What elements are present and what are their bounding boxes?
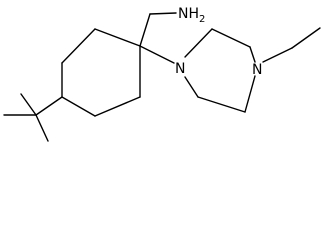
bond-quaternary-to-ch2 (139, 13, 151, 47)
bond-pip-5 (197, 96, 246, 113)
bond-quaternary-to-piperazine-n1 (139, 45, 175, 64)
bond-pip-6 (184, 76, 199, 98)
piperazine-n1-label: N (175, 61, 185, 77)
piperazine-ring (184, 28, 256, 113)
bond-ch2-to-ch3 (291, 27, 321, 49)
bond-pip-2 (211, 28, 251, 48)
amine-label: NH2 (178, 6, 205, 25)
bond-pip-4 (244, 75, 256, 113)
bond-ring-2 (61, 28, 96, 64)
bond-tbutyl-quaternary-to-ring (35, 96, 63, 116)
piperazine-n4-label: N (252, 62, 262, 78)
bond-pip-1 (184, 28, 213, 58)
aminomethyl-group (139, 12, 177, 47)
cyclohexane-ring (61, 28, 141, 117)
ethyl-group (262, 27, 321, 63)
bond-tbutyl-methyl-up (20, 93, 37, 116)
bond-ring-3 (94, 28, 141, 47)
bond-ring-6 (61, 96, 96, 117)
bond-pip-3 (249, 46, 256, 63)
tert-butyl-group (3, 93, 63, 142)
structural-formula: NH2 N N (3, 6, 321, 142)
bond-n4-to-ch2 (262, 47, 293, 63)
bond-ring-5 (94, 96, 141, 117)
bond-tbutyl-methyl-down (35, 114, 49, 142)
bond-ch2-to-nh2 (149, 12, 177, 15)
